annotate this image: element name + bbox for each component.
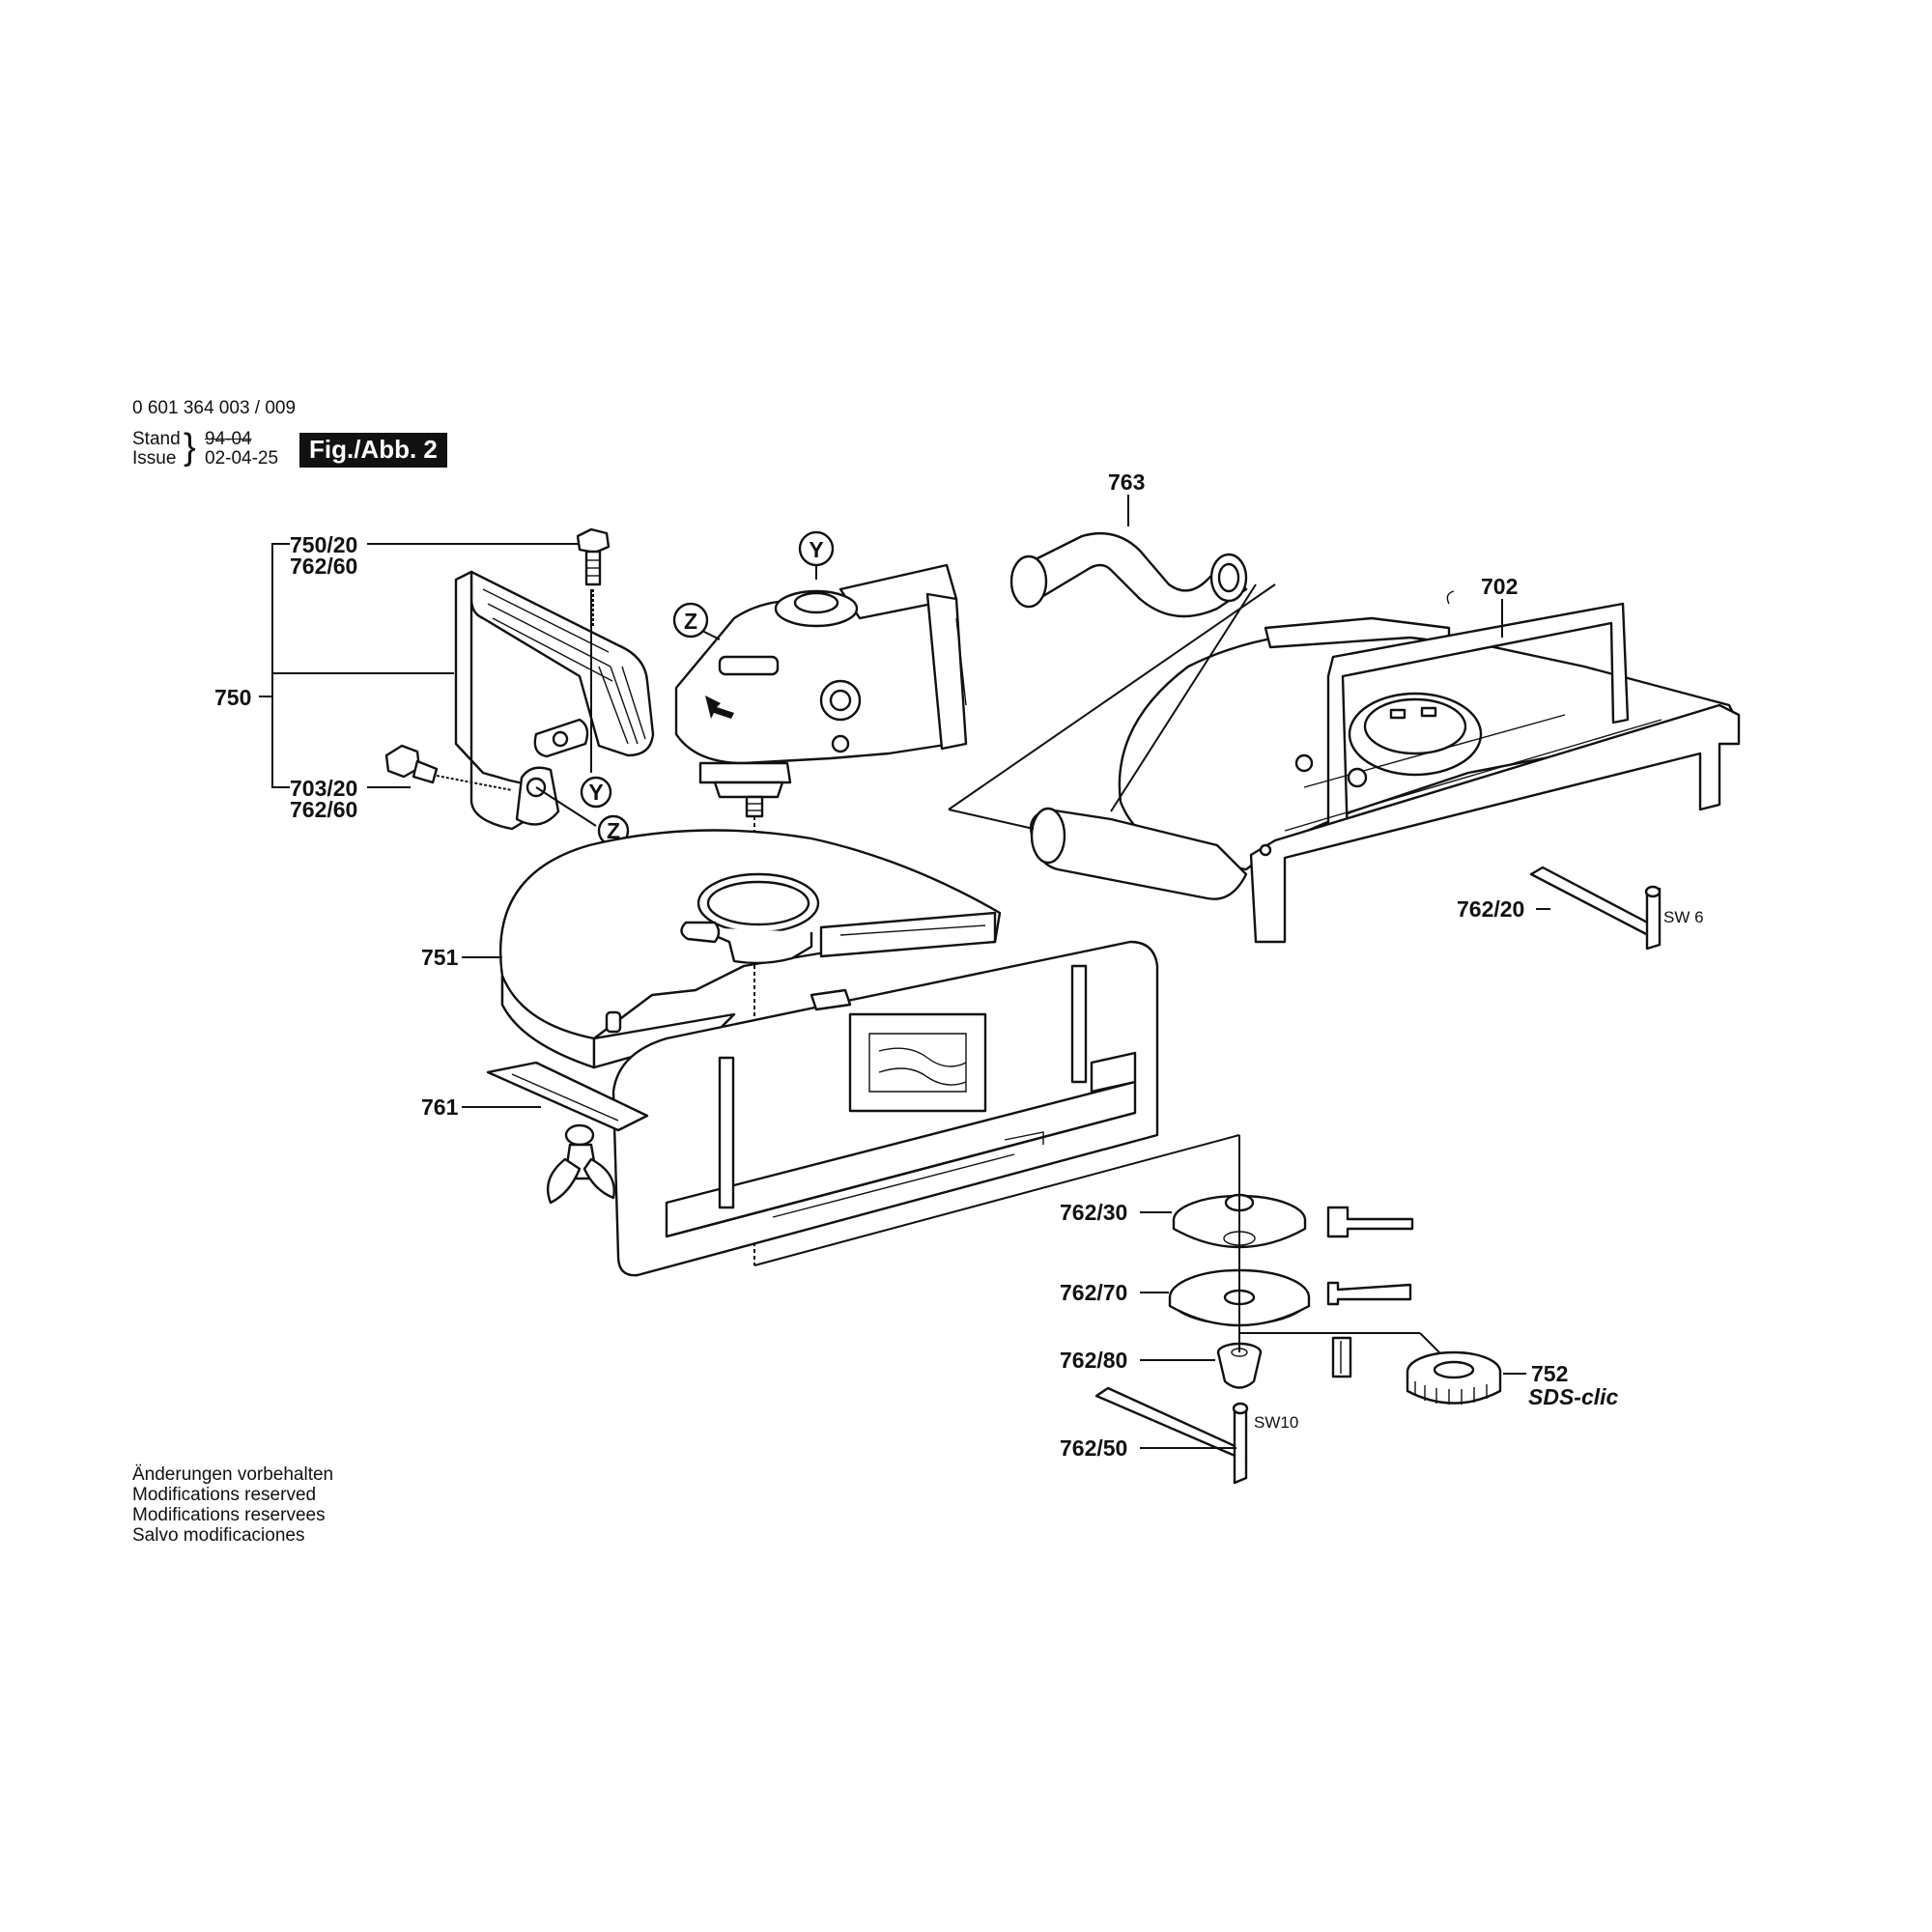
- issue-value: 02-04-25: [205, 448, 279, 469]
- marker-z-grinder: [672, 602, 709, 639]
- brace-glyph: }: [184, 427, 196, 468]
- callout-762-20: 762/20: [1457, 896, 1524, 922]
- label-sds-clic: SDS-clic: [1528, 1384, 1619, 1409]
- callout-761: 761: [421, 1094, 459, 1120]
- allen-key-762-20: [1529, 866, 1662, 951]
- issue-label: Issue: [132, 448, 177, 469]
- modification-notes: Änderungen vorbehalten Modifications res…: [132, 1464, 333, 1546]
- marker-y-handle: [580, 776, 612, 809]
- part-number: 0 601 364 003 / 009: [132, 398, 297, 418]
- handle-bracket-lines: [259, 543, 580, 788]
- bolt-703-20: [384, 744, 513, 791]
- note-en: Modifications reserved: [132, 1485, 317, 1505]
- callout-752: 752: [1531, 1361, 1568, 1386]
- figure-badge: Fig./Abb. 2: [299, 433, 447, 468]
- dust-hose-763: [1009, 532, 1248, 618]
- angle-grinder: [674, 563, 968, 1265]
- note-de: Änderungen vorbehalten: [132, 1464, 334, 1485]
- callout-762-60-top: 762/60: [290, 554, 357, 579]
- dust-guard-702: [948, 583, 1741, 944]
- marker-z-handle-text: Z: [607, 818, 620, 843]
- marker-y-grinder: [798, 530, 835, 567]
- callout-763: 763: [1108, 469, 1145, 495]
- callout-762-50: 762/50: [1060, 1435, 1127, 1461]
- bolt-750-20: [576, 527, 611, 628]
- callout-750: 750: [214, 685, 251, 710]
- label-sw6: SW 6: [1663, 908, 1704, 926]
- callout-762-60-bottom: 762/60: [290, 797, 357, 822]
- callout-703-20: 703/20: [290, 776, 357, 801]
- callout-762-70: 762/70: [1060, 1280, 1127, 1305]
- note-es: Salvo modificaciones: [132, 1525, 305, 1546]
- stand-label: Stand: [132, 429, 181, 449]
- cutting-guide-761: [486, 940, 1159, 1277]
- marker-z-grinder-text: Z: [684, 609, 697, 634]
- label-sw10: SW10: [1254, 1413, 1298, 1432]
- callout-750-20: 750/20: [290, 532, 357, 557]
- callout-762-30: 762/30: [1060, 1200, 1127, 1225]
- clamp-nut-752: [1406, 1350, 1502, 1405]
- callout-751: 751: [421, 945, 459, 970]
- stand-value: 94-04: [205, 429, 252, 449]
- callout-702: 702: [1481, 574, 1518, 599]
- allen-key-762-50: [1094, 1386, 1249, 1485]
- washer-762-70: [1168, 1268, 1412, 1327]
- auxiliary-handle-750: [454, 570, 655, 831]
- marker-y-grinder-text: Y: [809, 537, 823, 562]
- nut-762-80: [1216, 1336, 1352, 1389]
- callout-762-80: 762/80: [1060, 1348, 1127, 1373]
- marker-y-handle-text: Y: [588, 780, 603, 805]
- note-fr: Modifications reservees: [132, 1505, 326, 1525]
- flange-762-30: [1172, 1193, 1414, 1249]
